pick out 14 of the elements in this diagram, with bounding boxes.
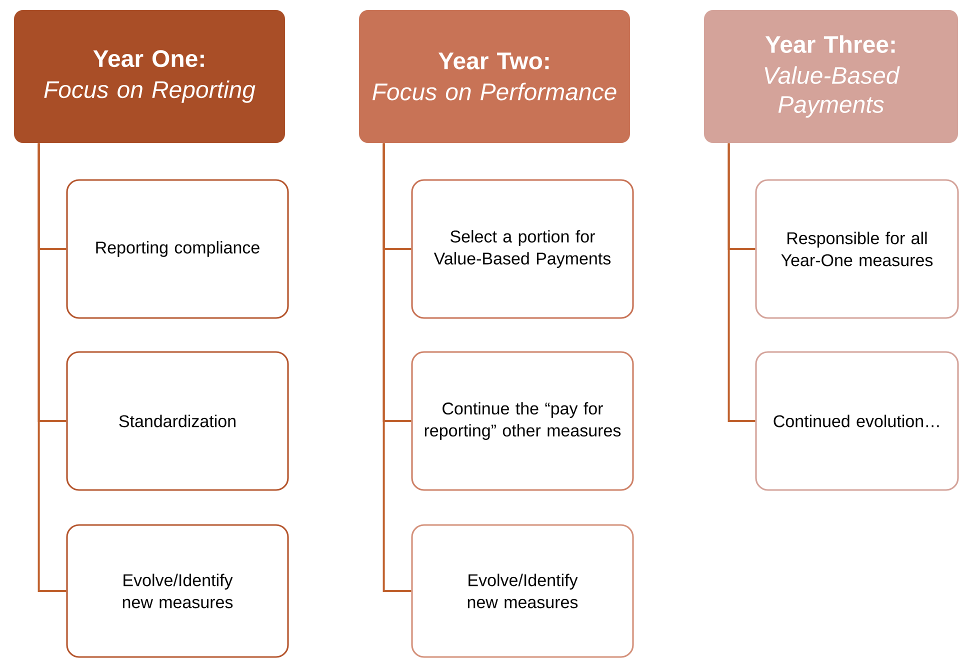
- header-box: Year One: Focus on Reporting: [14, 10, 285, 143]
- text-box: Evolve/Identify new measures: [66, 524, 289, 658]
- text-box: Responsible for all Year-One measures: [755, 179, 959, 319]
- text-box: Continued evolution…: [755, 351, 959, 491]
- text-box: Continue the “pay for reporting” other measures: [411, 351, 634, 491]
- text-box: Standardization: [66, 351, 289, 491]
- connector-line: [382, 143, 412, 592]
- text-box: Select a portion for Value-Based Payments: [411, 179, 634, 319]
- text-box: Evolve/Identify new measures: [411, 524, 634, 658]
- text-box: Reporting compliance: [66, 179, 289, 319]
- connector-line: [728, 143, 756, 422]
- connector-line: [38, 143, 66, 592]
- header-box: Year Three: Value-Based Payments: [704, 10, 958, 143]
- header-box: Year Two: Focus on Performance: [359, 10, 630, 143]
